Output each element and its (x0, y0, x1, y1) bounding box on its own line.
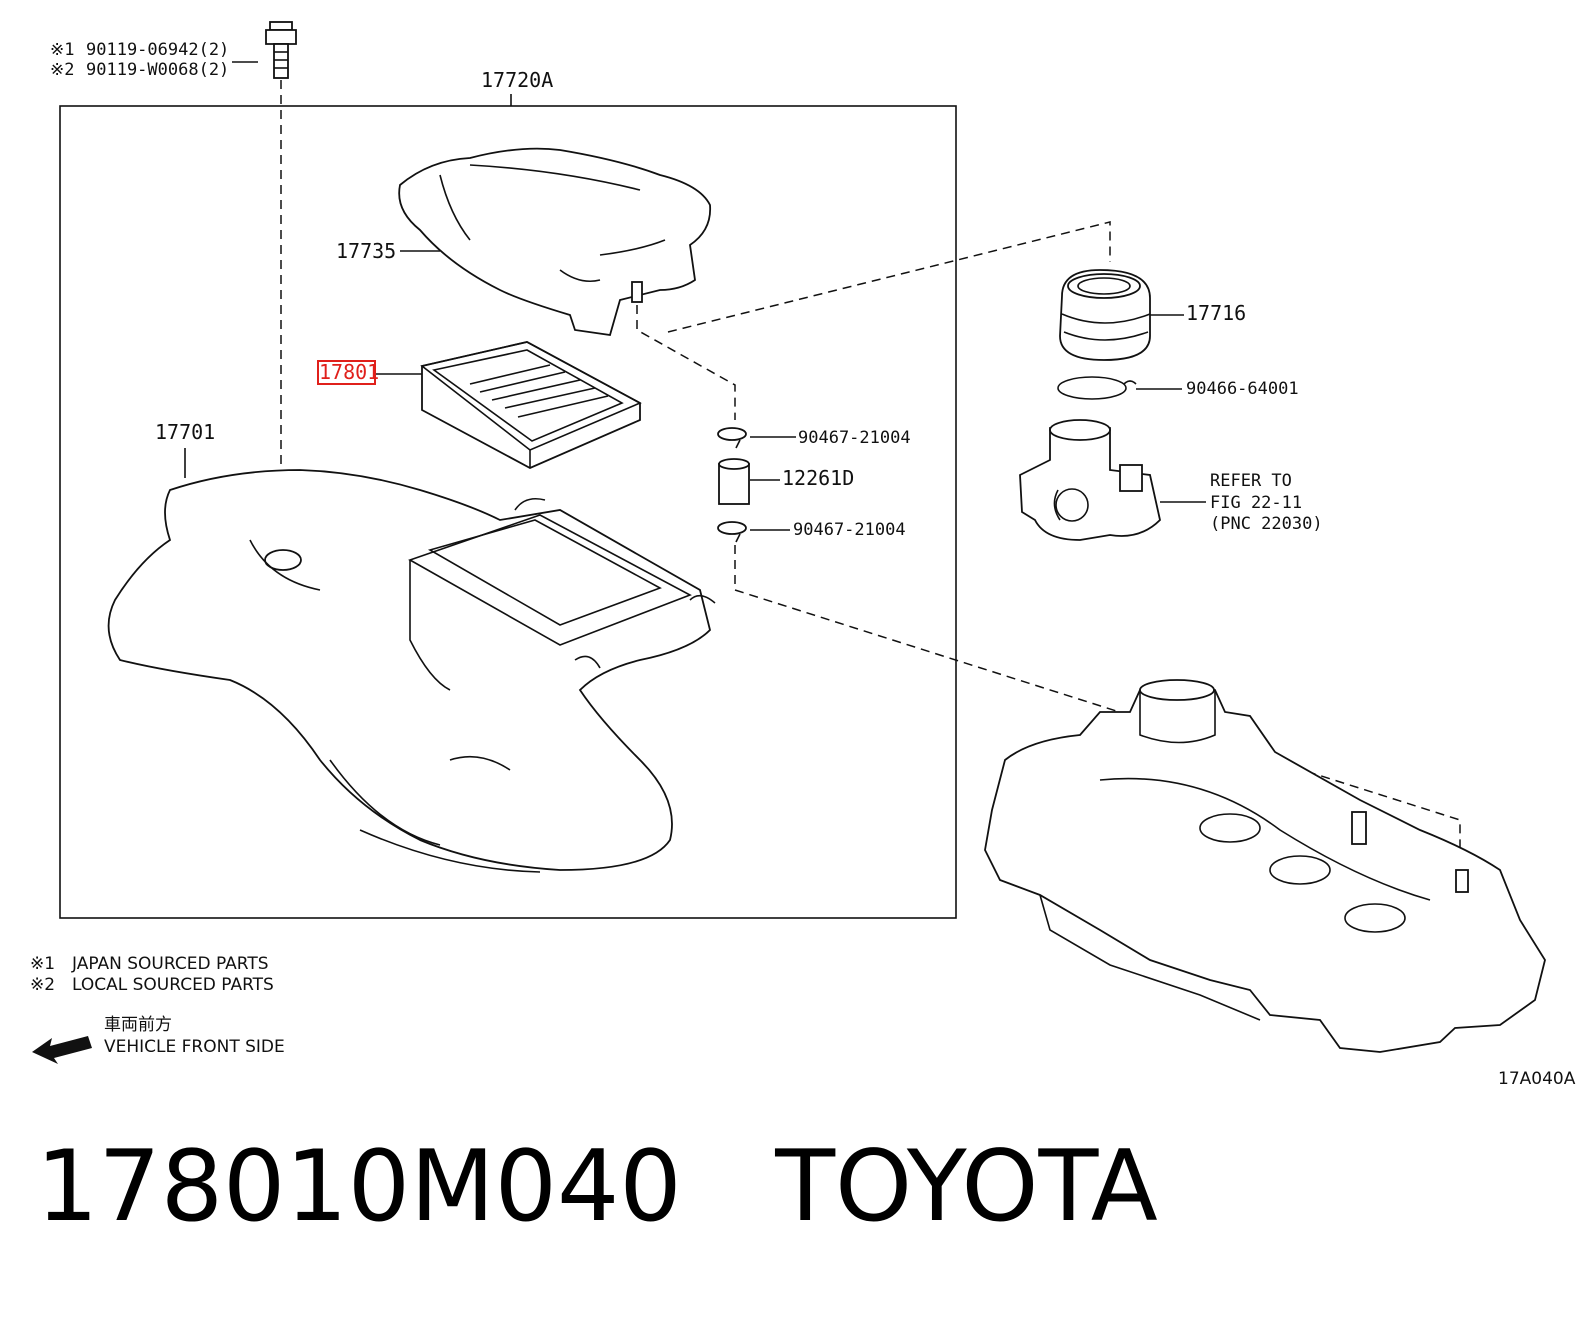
hose-clip-lower-icon (717, 521, 747, 543)
assembly-frame (59, 105, 957, 919)
direction-japanese: 車両前方 (104, 1015, 172, 1035)
assembly-label: 17720A (481, 68, 553, 92)
refer-line-2: FIG 22-11 (1210, 493, 1302, 513)
o-ring-icon (1057, 376, 1137, 400)
cylinder-head-cover-icon (984, 679, 1546, 1053)
front-direction: 車両前方 VEHICLE FRONT SIDE (32, 1015, 285, 1064)
bolt-legend-mark-1: ※1 (50, 40, 74, 60)
label-17701: 17701 (155, 420, 215, 444)
label-12261d: 12261D (782, 466, 854, 490)
note-mark-1: ※1 (30, 954, 55, 974)
filter-highlight (317, 360, 376, 385)
figure-code: 17A040A (1498, 1069, 1576, 1089)
note-mark-2: ※2 (30, 975, 55, 995)
air-cleaner-cover-icon (398, 147, 712, 337)
label-90467-21004-upper: 90467-21004 (798, 428, 911, 448)
caption-part-number: 178010M040 (36, 1130, 682, 1244)
part-caption: 178010M040 TOYOTA (36, 1138, 1158, 1236)
bolt-icon (265, 21, 297, 79)
hose-icon (718, 458, 750, 505)
direction-english: VEHICLE FRONT SIDE (104, 1037, 285, 1057)
bolt-legend-part-2: 90119-W0068(2) (86, 60, 229, 80)
note-text-2: LOCAL SOURCED PARTS (72, 975, 274, 995)
label-90467-21004-lower: 90467-21004 (793, 520, 906, 540)
bolt-legend-mark-2: ※2 (50, 60, 74, 80)
air-filter-element-icon (420, 341, 642, 469)
caption-brand: TOYOTA (775, 1130, 1158, 1244)
bolt-legend: ※1 90119-06942(2) ※2 90119-W0068(2) (50, 40, 258, 80)
label-17716: 17716 (1186, 301, 1246, 325)
refer-line-3: (PNC 22030) (1210, 514, 1323, 534)
refer-line-1: REFER TO (1210, 471, 1292, 491)
label-17801: 17801 (319, 360, 379, 384)
air-cleaner-case-icon (107, 469, 716, 873)
hose-clip-upper-icon (717, 427, 747, 449)
label-90466-64001: 90466-64001 (1186, 379, 1299, 399)
bolt-legend-part-1: 90119-06942(2) (86, 40, 229, 60)
label-17735: 17735 (336, 239, 396, 263)
front-arrow-icon (32, 1036, 92, 1064)
source-notes: ※1 JAPAN SOURCED PARTS ※2 LOCAL SOURCED … (30, 954, 274, 995)
throttle-body-icon (1019, 419, 1161, 541)
note-text-1: JAPAN SOURCED PARTS (71, 954, 269, 974)
intake-joint-icon (1059, 269, 1151, 361)
